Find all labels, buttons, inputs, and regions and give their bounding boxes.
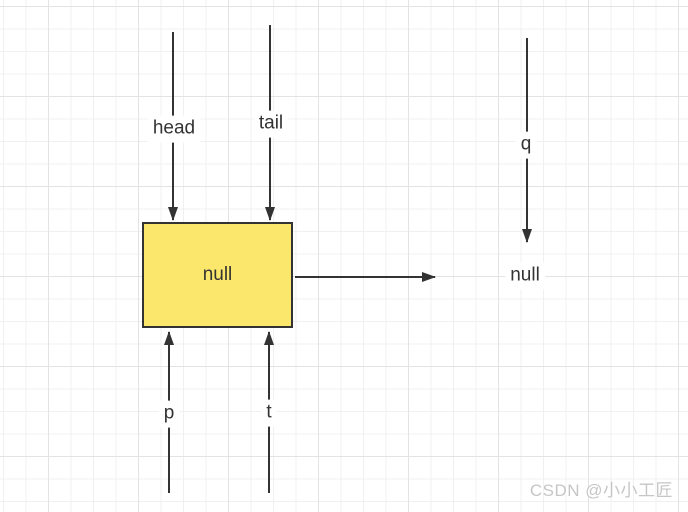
watermark: CSDN @小小工匠	[529, 481, 673, 500]
label-t: t	[261, 399, 277, 427]
node-box: null	[142, 222, 293, 328]
node-label: null	[202, 264, 233, 285]
label-head: head	[147, 115, 201, 143]
label-p: p	[158, 400, 180, 428]
label-tail: tail	[253, 110, 289, 138]
label-q: q	[515, 131, 537, 159]
label-null-right: null	[505, 262, 545, 290]
